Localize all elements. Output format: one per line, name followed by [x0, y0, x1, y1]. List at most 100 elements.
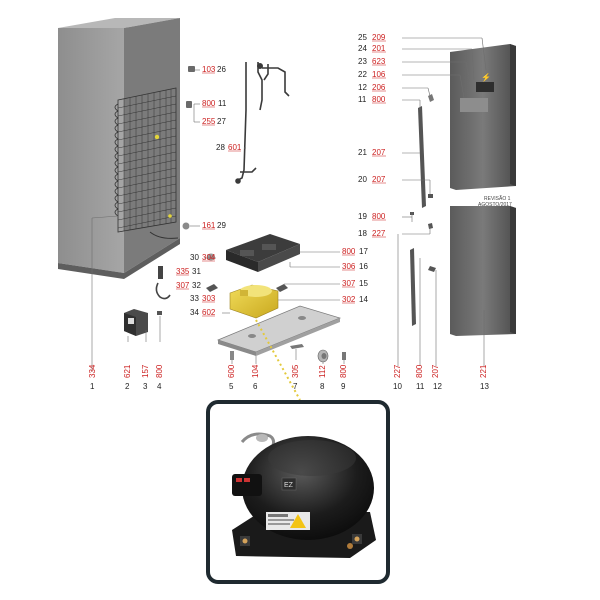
- callout-code: 621: [123, 364, 132, 378]
- part-5-illustration: [230, 351, 234, 360]
- callout-item: 12: [433, 382, 442, 391]
- callout-item: 25: [358, 33, 367, 42]
- revision-note-line2: AGOSTO/2017: [478, 202, 512, 208]
- callout-item: 31: [192, 267, 201, 276]
- zoom-pointer: [255, 319, 301, 401]
- part-15-illustration: [276, 284, 288, 292]
- callout-item: 10: [393, 382, 402, 391]
- callouts-middle: 103 26 800 11 255 27 28 601 161 29 800 1…: [176, 65, 368, 317]
- callout-code: 157: [141, 364, 150, 378]
- part-33-illustration: [206, 284, 218, 292]
- callout-code: 209: [372, 33, 386, 42]
- part-8-illustration: [317, 349, 329, 363]
- callout-item: 16: [359, 262, 368, 271]
- compressor-badge: EZ: [284, 482, 294, 489]
- svg-text:⚡: ⚡: [481, 72, 491, 82]
- callout-code: 800: [415, 364, 424, 378]
- callout-code: 255: [202, 117, 216, 126]
- callout-code: 800: [202, 99, 216, 108]
- callout-code: 227: [372, 229, 386, 238]
- upper-handle-illustration: [418, 106, 426, 208]
- callout-item: 29: [217, 221, 226, 230]
- callout-item: 34: [190, 308, 199, 317]
- compressor-photo: EZ: [232, 432, 376, 558]
- part-30-illustration: [207, 253, 215, 261]
- condenser-grid: [114, 87, 179, 239]
- callout-code: 601: [228, 143, 242, 152]
- part-2-illustration: [124, 309, 148, 336]
- callout-code: 800: [339, 364, 348, 378]
- callout-item: 12: [358, 83, 367, 92]
- callout-code: 201: [372, 44, 386, 53]
- callout-item: 13: [480, 382, 489, 391]
- callout-code: 207: [431, 364, 440, 378]
- callout-code: 221: [479, 364, 488, 378]
- part-12b-illustration: [428, 266, 436, 272]
- callout-code: 623: [372, 57, 386, 66]
- part-29-illustration: [182, 222, 190, 230]
- revision-note-line1: REVISÃO 1: [484, 195, 511, 202]
- callout-code: 602: [202, 308, 216, 317]
- callout-code: 800: [342, 247, 356, 256]
- callout-code: 104: [251, 364, 260, 378]
- part-27-illustration: [186, 101, 192, 108]
- callout-item: 20: [358, 175, 367, 184]
- tubing-assembly-illustration: [235, 62, 290, 184]
- callout-item: 6: [253, 382, 258, 391]
- part-12-illustration: [428, 94, 434, 102]
- callout-code: 307: [176, 281, 190, 290]
- drain-tray-illustration: [226, 234, 300, 272]
- base-plate-illustration: [216, 305, 342, 356]
- callout-item: 4: [157, 382, 162, 391]
- callout-item: 2: [125, 382, 130, 391]
- part-7-illustration: [290, 344, 304, 349]
- callout-code: 303: [202, 294, 216, 303]
- part-9-illustration: [342, 352, 346, 360]
- callout-code: 161: [202, 221, 216, 230]
- callouts-right: 25 209 24 201 23 623 22 106 12 206 11 80…: [358, 33, 386, 238]
- callout-item: 30: [190, 253, 199, 262]
- part-18-illustration: [428, 223, 433, 229]
- callout-code: 304: [202, 253, 216, 262]
- cabinet-illustration: [58, 18, 180, 279]
- callout-item: 15: [359, 279, 368, 288]
- callout-item: 9: [341, 382, 346, 391]
- callout-code: 106: [372, 70, 386, 79]
- callout-item: 23: [358, 57, 367, 66]
- lower-door-illustration: [450, 206, 516, 336]
- compressor-zoom-frame: EZ: [206, 400, 390, 584]
- callout-code: 206: [372, 83, 386, 92]
- callout-code: 800: [155, 364, 164, 378]
- lower-handle-illustration: [410, 248, 416, 326]
- callout-item: 14: [359, 295, 368, 304]
- callout-code: 335: [176, 267, 190, 276]
- part-20-illustration: [428, 194, 433, 198]
- callout-item: 22: [358, 70, 367, 79]
- callout-code: 227: [393, 364, 402, 378]
- callout-code: 207: [372, 148, 386, 157]
- callout-code: 600: [227, 364, 236, 378]
- callout-item: 5: [229, 382, 234, 391]
- callout-item: 8: [320, 382, 325, 391]
- callout-code: 207: [372, 175, 386, 184]
- callout-item: 3: [143, 382, 148, 391]
- callout-item: 11: [416, 382, 425, 391]
- callout-item: 11: [358, 95, 367, 104]
- compressor-highlighted-illustration: [229, 284, 279, 319]
- callout-item: 26: [217, 65, 226, 74]
- callout-item: 18: [358, 229, 367, 238]
- part-26-illustration: [188, 66, 195, 72]
- callout-item: 33: [190, 294, 199, 303]
- callout-code: 800: [372, 95, 386, 104]
- callout-item: 32: [192, 281, 201, 290]
- callout-item: 27: [217, 117, 226, 126]
- part-4-illustration: [157, 311, 162, 315]
- callout-code: 306: [342, 262, 356, 271]
- leader-lines: [91, 37, 487, 372]
- callout-item: 17: [359, 247, 368, 256]
- part-31-illustration: [158, 266, 163, 279]
- part-32-illustration: [155, 282, 171, 300]
- callout-code: 307: [342, 279, 356, 288]
- upper-door-illustration: ⚡: [450, 44, 516, 190]
